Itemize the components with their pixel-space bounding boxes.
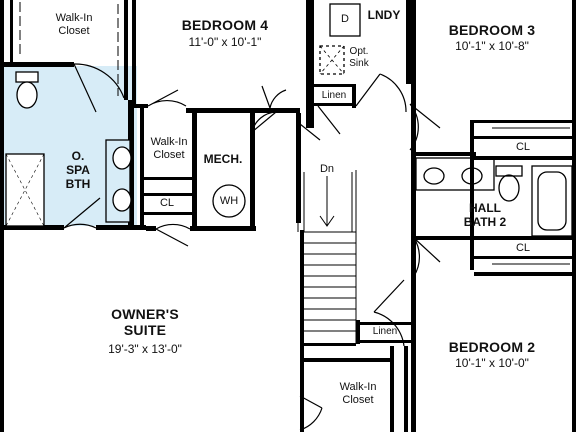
spa-bath-line3: BTH <box>65 176 91 191</box>
hall-toilet-bowl <box>498 174 520 202</box>
hall-sink-left <box>423 167 445 185</box>
owners-suite-line2: SUITE <box>123 322 167 339</box>
hall-bath-line1: HALL <box>469 201 501 215</box>
stairs-down-label: Dn <box>319 163 335 175</box>
tub-inner <box>537 171 567 231</box>
tub <box>531 165 573 237</box>
walkin-closet-bottom-line1: Walk-In <box>339 381 377 393</box>
laundry-name: LNDY <box>367 8 401 22</box>
opt-sink-label: Opt. Sink <box>344 46 374 69</box>
spa-bath-fixtures <box>5 71 132 227</box>
dryer-box <box>329 3 361 37</box>
hall-bath-fixtures <box>415 157 573 237</box>
stairs <box>297 170 357 344</box>
sink-bottom <box>112 188 132 212</box>
toilet-bowl <box>16 81 38 109</box>
walkin-closet-top-label: Walk-In Closet <box>46 12 102 37</box>
linen-bottom-label: Linen <box>372 326 398 337</box>
bedroom3-name: BEDROOM 3 <box>448 22 536 38</box>
sink-top <box>112 146 132 170</box>
owners-suite-name: OWNER'S SUITE <box>90 306 200 338</box>
bedroom2-name: BEDROOM 2 <box>448 339 536 355</box>
laundry-fixtures <box>319 3 361 75</box>
cl-right-top-label: CL <box>515 141 531 153</box>
spa-bath-label: O. SPA BTH <box>58 149 98 191</box>
water-heater-label: WH <box>219 195 239 207</box>
walkin-closet-mid-label: Walk-In Closet <box>144 136 194 161</box>
toilet-tank <box>15 71 39 83</box>
walkin-closet-bottom-label: Walk-In Closet <box>330 381 386 406</box>
mech-name: MECH. <box>203 152 243 166</box>
bedroom3-dims: 10'-1" x 10'-8" <box>455 39 529 53</box>
dryer-label: D <box>341 13 349 25</box>
linen-top-label: Linen <box>321 90 347 101</box>
hall-bath-line2: BATH 2 <box>463 214 507 229</box>
owners-suite-dims: 19'-3" x 13'-0" <box>108 342 182 356</box>
opt-sink-box <box>319 45 345 75</box>
spa-bath-line2: SPA <box>66 162 90 177</box>
walkin-closet-top-line1: Walk-In <box>55 12 93 24</box>
hall-vanity <box>415 157 495 191</box>
owners-suite-line1: OWNER'S <box>111 306 179 322</box>
bedroom4-dims: 11'-0" x 10'-1" <box>188 35 262 49</box>
walkin-closet-mid-line1: Walk-In <box>150 136 188 148</box>
water-heater <box>212 184 246 218</box>
walkin-closet-bottom-line2: Closet <box>342 393 374 406</box>
spa-bath-line1: O. <box>71 149 85 163</box>
bedroom4-name: BEDROOM 4 <box>181 17 269 33</box>
opt-sink-line1: Opt. <box>349 46 369 57</box>
closet-shelves <box>19 2 570 265</box>
walkin-closet-top-line2: Closet <box>58 24 90 37</box>
bedroom2-dims: 10'-1" x 10'-0" <box>455 356 529 370</box>
cl-mid-label: CL <box>159 197 175 209</box>
cl-right-bottom-label: CL <box>515 242 531 254</box>
hall-sink-right <box>461 167 483 185</box>
door-swings <box>63 63 441 431</box>
hall-toilet-tank <box>495 165 523 177</box>
walkin-closet-mid-line2: Closet <box>153 148 185 161</box>
opt-sink-line2: Sink <box>349 57 369 69</box>
hall-bath-label: HALL BATH 2 <box>450 201 520 230</box>
